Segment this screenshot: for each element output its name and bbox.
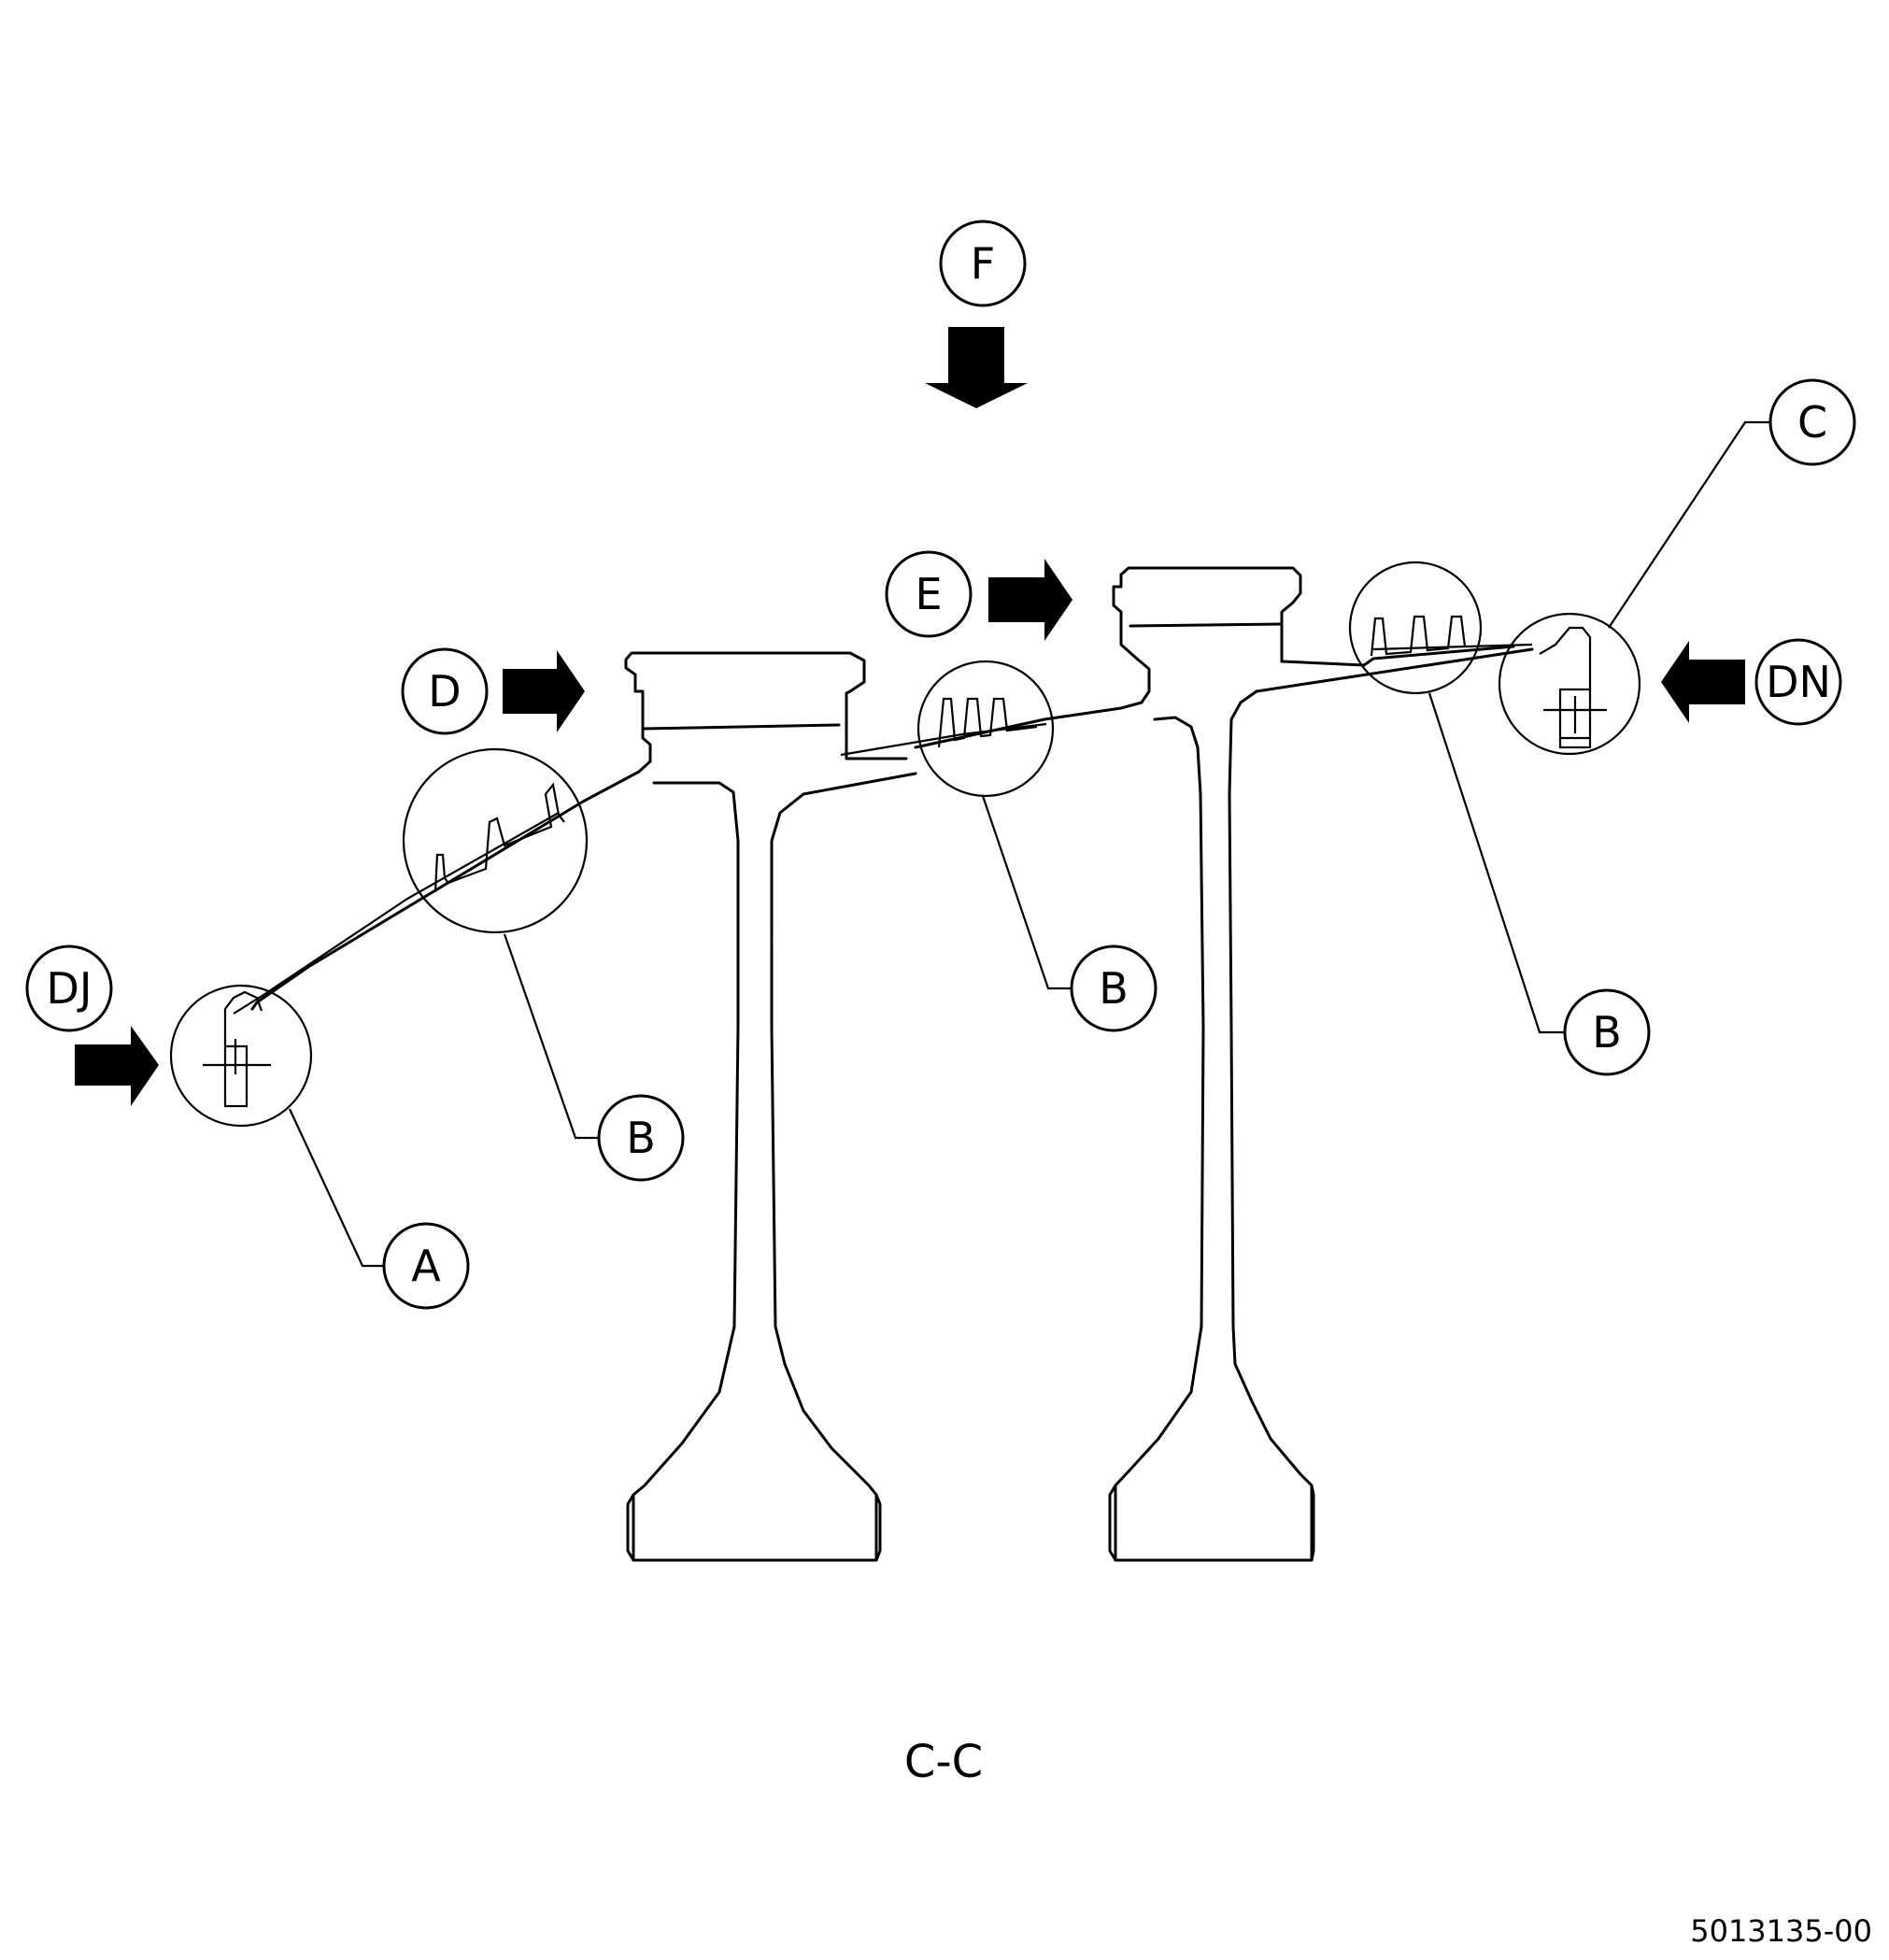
label-dj: DJ [47, 963, 92, 1014]
label-bubble-c: C [1768, 378, 1856, 466]
right-blade [914, 566, 1534, 1562]
arrow-f-icon [925, 327, 1028, 408]
label-bubble-b-middle: B [1070, 944, 1158, 1032]
detail-circle-b-right [1348, 561, 1483, 695]
section-caption: C-C [904, 1736, 983, 1788]
label-f: F [971, 238, 995, 289]
arrow-e-icon [988, 559, 1072, 641]
label-bubble-dn: DN [1754, 638, 1842, 726]
label-bubble-e: E [885, 550, 973, 638]
detail-circle-b-middle [916, 660, 1055, 798]
arrow-dn-icon [1661, 641, 1745, 723]
leader-lines [289, 420, 1770, 1268]
detail-circle-b-left [402, 747, 589, 934]
label-b-right: B [1592, 1007, 1622, 1058]
seal-strips [233, 643, 1533, 1015]
label-bubble-d: D [401, 647, 489, 735]
label-bubble-b-left: B [597, 1094, 685, 1182]
view-arrows [75, 327, 1745, 1106]
left-blade [250, 651, 917, 1562]
label-e: E [915, 569, 942, 619]
arrow-d-icon [503, 650, 585, 732]
label-dn: DN [1766, 657, 1831, 707]
document-number: 5013135-00 [1690, 1913, 1872, 1949]
label-bubble-a: A [382, 1222, 470, 1310]
label-bubble-b-right: B [1563, 988, 1651, 1076]
label-b-middle: B [1099, 963, 1129, 1014]
label-b-left: B [626, 1113, 656, 1163]
label-d: D [428, 666, 461, 717]
label-bubble-dj: DJ [25, 944, 113, 1032]
arrow-dj-icon [75, 1026, 159, 1106]
detail-circle-a [169, 984, 313, 1128]
label-bubble-f: F [939, 220, 1027, 307]
label-c: C [1797, 397, 1827, 447]
detail-circle-c [1498, 612, 1641, 756]
label-a: A [411, 1241, 441, 1291]
